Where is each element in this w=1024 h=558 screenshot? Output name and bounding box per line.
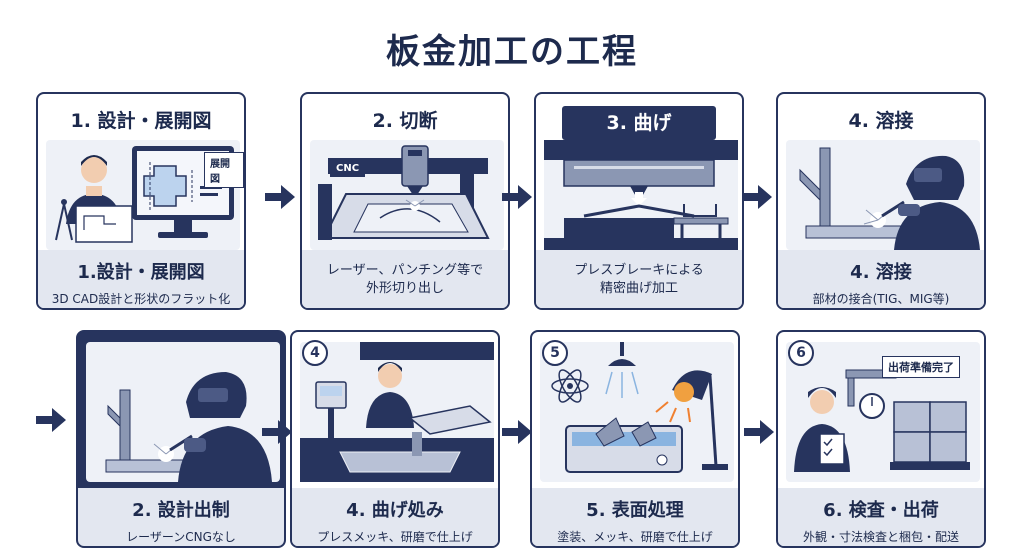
right-arrow-icon [262,420,292,444]
right-arrow-icon [502,185,532,209]
step-card-bending: 3. 曲げ プレスブレーキによる 精密曲げ加工 [534,92,744,310]
right-arrow-icon [36,408,66,432]
step-badge: 4 [302,340,328,366]
step-card-inspection-shipping: 6 出荷準備完了 6. 検査・出荷 外観・寸法検査と梱包・配送 [776,330,986,548]
footer-title: 6. 検査・出荷 [823,500,939,521]
surface-treatment-illustration [540,342,734,482]
footer-subtitle: レーザーンCNGなし [126,530,236,544]
right-arrow-icon [265,185,295,209]
card-footer: 4. 溶接 部材の接合(TIG、MIG等) [778,250,984,308]
card-footer: 5. 表面処理 塗装、メッキ、研磨で仕上げ [532,488,738,546]
card-header: 2. 切断 [372,110,438,132]
step-badge: 5 [542,340,568,366]
card-footer: プレスブレーキによる 精密曲げ加工 [536,250,742,308]
bending-illustration [300,342,494,482]
right-arrow-icon [744,420,774,444]
footer-subtitle: プレスメッキ、研磨で仕上げ [317,530,473,544]
page-title: 板金加工の工程 [386,32,638,72]
card-footer: 6. 検査・出荷 外観・寸法検査と梱包・配送 [778,488,984,546]
step-card-welding-2: 2. 設計出制 レーザーンCNGなし [76,330,286,548]
step-card-design: 1. 設計・展開図 展開図 [36,92,246,310]
footer-text: プレスブレーキによる 精密曲げ加工 [574,263,704,296]
step-card-cutting: 2. 切断 CNC レーザー、パンチング等で 外形切り出し [300,92,510,310]
shipping-ready-label: 出荷準備完了 [882,356,960,378]
step-badge: 6 [788,340,814,366]
screen-label: 展開図 [204,152,244,188]
footer-title: 2. 設計出制 [132,500,230,521]
card-footer: レーザー、パンチング等で 外形切り出し [302,250,508,308]
welding-illustration [786,140,980,250]
footer-subtitle: 3D CAD設計と形状のフラット化 [51,292,231,306]
footer-title: 4. 曲げ処み [346,500,444,521]
machine-label: CNC [330,160,366,177]
step-card-welding: 4. 溶接 4. 溶接 部材の接合(TIG、MIG等) [776,92,986,310]
card-header: 4. 溶接 [848,110,914,132]
footer-text: レーザー、パンチング等で 外形切り出し [326,263,484,296]
footer-title: 5. 表面処理 [586,500,684,521]
step-card-surface-treatment: 5 5. 表面処理 塗装、メッキ、研磨で仕上げ [530,330,740,548]
footer-subtitle: 部材の接合(TIG、MIG等) [812,292,950,306]
footer-title: 1.設計・展開図 [77,262,205,283]
card-header: 3. 曲げ [562,106,716,140]
card-footer: 4. 曲げ処み プレスメッキ、研磨で仕上げ [292,488,498,546]
bending-illustration [544,140,738,250]
cutting-illustration [310,140,504,250]
footer-subtitle: 外観・寸法検査と梱包・配送 [802,530,959,544]
step-card-bending-2: 4 4. 曲げ処み プレスメッキ、研磨で仕上げ [290,330,500,548]
right-arrow-icon [502,420,532,444]
right-arrow-icon [742,185,772,209]
card-header: 1. 設計・展開図 [70,110,212,132]
card-footer: 2. 設計出制 レーザーンCNGなし [78,488,284,546]
card-footer: 1.設計・展開図 3D CAD設計と形状のフラット化 [38,250,244,308]
welding-illustration [86,342,280,482]
footer-subtitle: 塗装、メッキ、研磨で仕上げ [557,530,713,544]
footer-title: 4. 溶接 [850,262,912,283]
